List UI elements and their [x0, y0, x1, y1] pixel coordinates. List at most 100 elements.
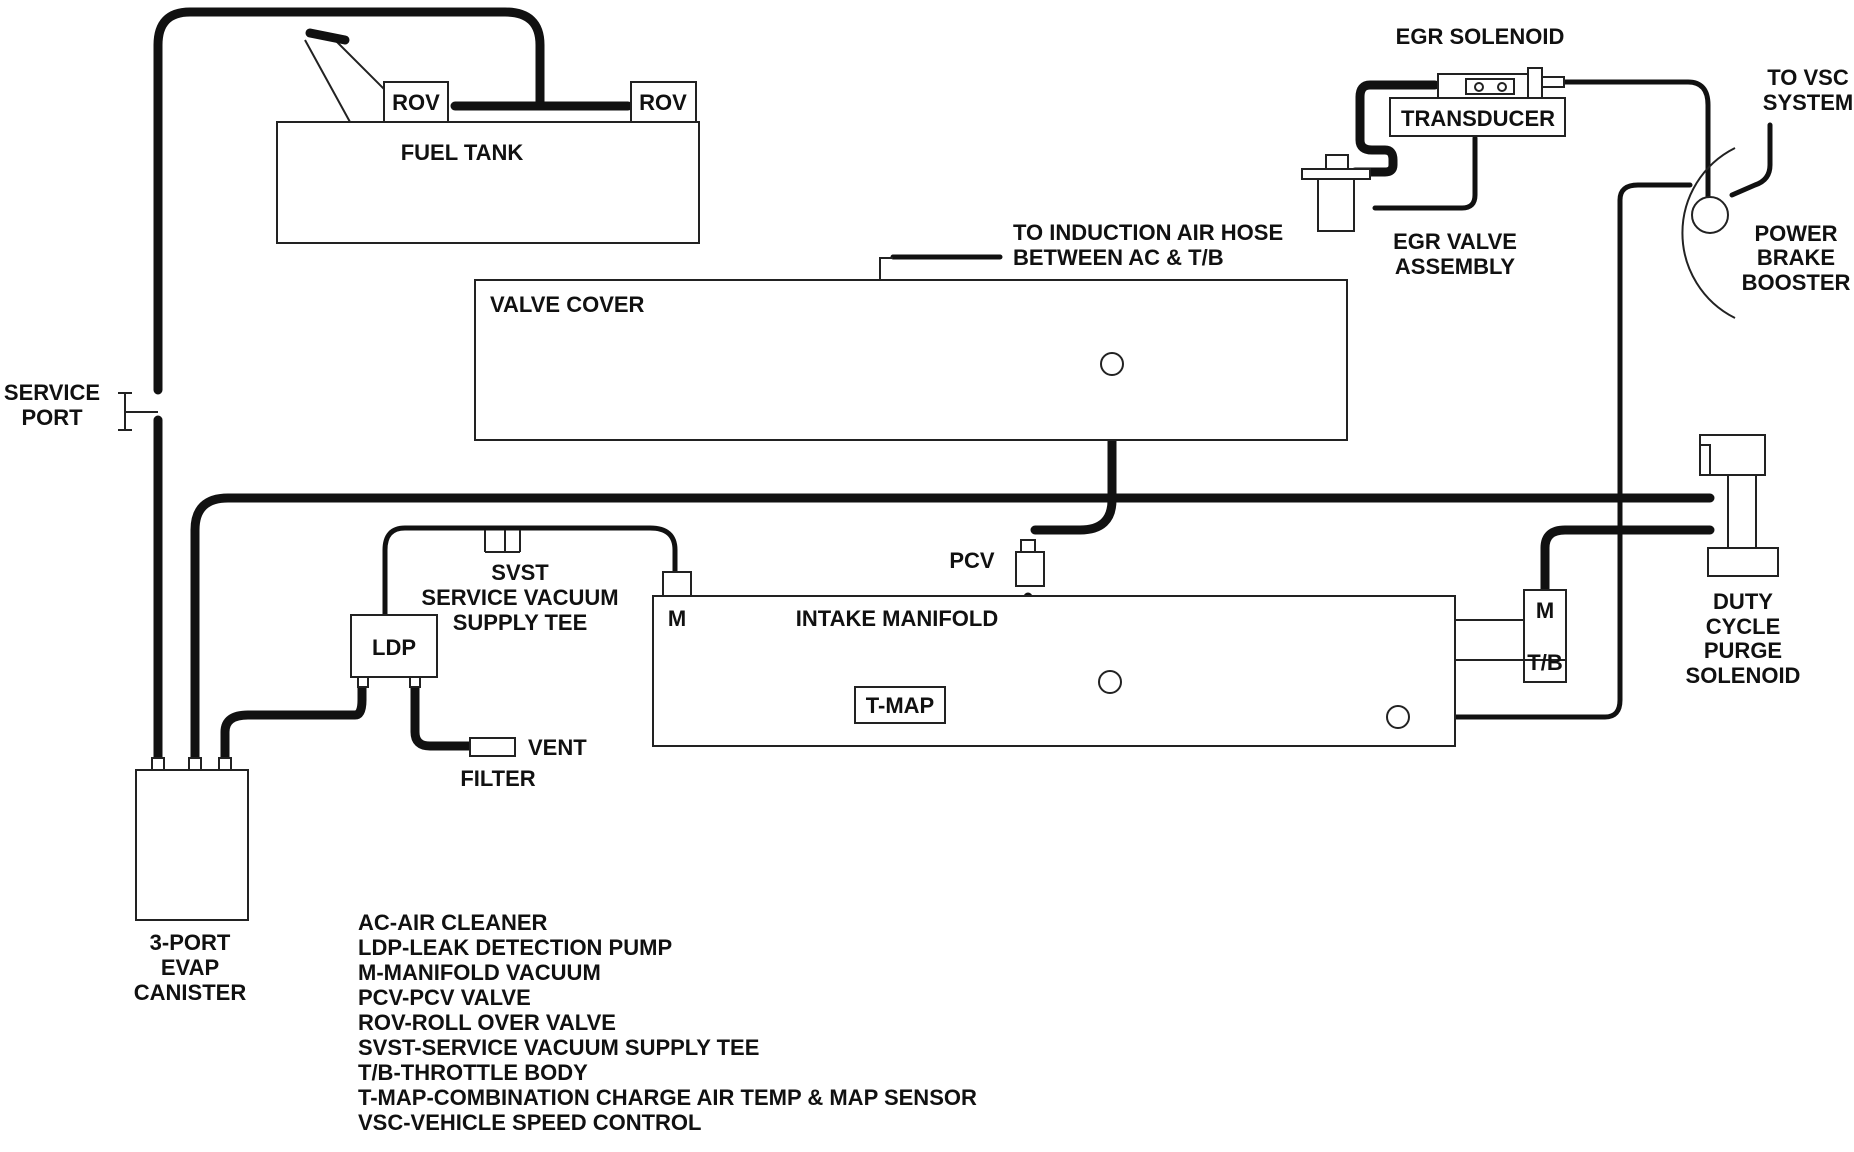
- legend: AC-AIR CLEANER LDP-LEAK DETECTION PUMP M…: [358, 910, 977, 1135]
- tmap-box: [854, 686, 946, 724]
- legend-item: M-MANIFOLD VACUUM: [358, 960, 601, 985]
- fuel-filler-neck: [304, 34, 386, 123]
- egr-valve-top: [1325, 154, 1349, 170]
- legend-item: VSC-VEHICLE SPEED CONTROL: [358, 1110, 701, 1135]
- throttle-body: M T/B: [1455, 589, 1567, 683]
- egr-valve-label-2: ASSEMBLY: [1395, 254, 1516, 279]
- duty-cycle-label-3: PURGE: [1704, 638, 1782, 663]
- egr-solenoid-assembly: EGR SOLENOID TRANSDUCER: [1389, 24, 1566, 137]
- manifold-m-label: M: [668, 606, 686, 631]
- power-brake-label: POWER: [1754, 221, 1837, 246]
- duty-cycle-label: DUTY: [1713, 589, 1773, 614]
- svst-tee: SVST SERVICE VACUUM SUPPLY TEE: [421, 530, 619, 635]
- ldp-port-right: [409, 676, 421, 688]
- power-brake-label-3: BOOSTER: [1742, 270, 1851, 295]
- egr-valve-assembly: EGR VALVE ASSEMBLY: [1301, 154, 1517, 279]
- svst-label-3: SUPPLY TEE: [453, 610, 588, 635]
- canister-port-2: [188, 757, 202, 771]
- to-vsc-label: TO VSC: [1767, 65, 1849, 90]
- pcv-valve-body: [1015, 551, 1045, 587]
- hose-booster-to-egr-solenoid: [1562, 79, 1711, 200]
- to-vsc-label-2: SYSTEM: [1763, 90, 1853, 115]
- egr-valve-label: EGR VALVE: [1393, 229, 1517, 254]
- vent-label: VENT: [528, 735, 587, 760]
- induction-hose-label: TO INDUCTION AIR HOSE: [1013, 220, 1283, 245]
- hose-pcv-to-valve-cover: [1030, 373, 1117, 535]
- purge-solenoid-body: [1727, 474, 1757, 549]
- egr-solenoid-pin-1: [1474, 82, 1484, 92]
- fuel-filler-cap: [305, 28, 350, 45]
- hose-canister-to-ldp: [220, 671, 367, 763]
- pcv-valve-cap: [1020, 539, 1036, 553]
- filter-label: FILTER: [460, 766, 535, 791]
- legend-item: SVST-SERVICE VACUUM SUPPLY TEE: [358, 1035, 759, 1060]
- hose-egr-solenoid-to-valve: [1350, 80, 1440, 177]
- evap-canister: 3-PORT EVAP CANISTER: [134, 757, 249, 1005]
- rov-right: [630, 81, 697, 123]
- induction-hose-label-2: BETWEEN AC & T/B: [1013, 245, 1224, 270]
- hose-intake-to-brake-booster: [1392, 182, 1693, 720]
- valve-cover-nipple: [879, 257, 893, 280]
- service-port-fitting: [118, 392, 158, 431]
- intake-pcv-port: [1098, 670, 1122, 694]
- rov-left-label: ROV: [392, 90, 440, 115]
- manifold-m-port: [662, 571, 692, 597]
- throttle-body-box: [1523, 589, 1567, 683]
- svst-label: SVST: [491, 560, 549, 585]
- service-port-label: SERVICE: [4, 380, 100, 405]
- ldp-label: LDP: [372, 635, 416, 660]
- leak-detection-pump: LDP: [350, 614, 438, 688]
- svst-tee-fitting: [484, 530, 521, 553]
- intake-manifold-body: [652, 595, 1456, 747]
- power-brake-label-2: BRAKE: [1757, 245, 1835, 270]
- legend-item: LDP-LEAK DETECTION PUMP: [358, 935, 672, 960]
- service-port: SERVICE PORT: [4, 380, 158, 431]
- hose-ldp-to-manifold: [382, 525, 678, 618]
- hose-canister-to-rov: [153, 7, 545, 763]
- tmap-label: T-MAP: [866, 693, 934, 718]
- egr-valve-body: [1317, 178, 1355, 232]
- legend-item: T/B-THROTTLE BODY: [358, 1060, 588, 1085]
- hose-tb-to-purge: [1540, 525, 1715, 595]
- pcv-label: PCV: [949, 548, 995, 573]
- intake-manifold: M INTAKE MANIFOLD T-MAP: [652, 571, 1456, 747]
- canister-body: [135, 769, 249, 921]
- brake-booster-check-valve: [1691, 196, 1729, 234]
- legend-item: ROV-ROLL OVER VALVE: [358, 1010, 616, 1035]
- power-brake-booster: TO VSC SYSTEM POWER BRAKE BOOSTER: [1681, 65, 1853, 319]
- egr-solenoid-label: EGR SOLENOID: [1396, 24, 1565, 49]
- duty-cycle-purge-solenoid: DUTY CYCLE PURGE SOLENOID: [1686, 434, 1801, 688]
- duty-cycle-label-2: CYCLE: [1706, 614, 1781, 639]
- legend-item: AC-AIR CLEANER: [358, 910, 548, 935]
- hose-ldp-to-vent: [410, 681, 475, 751]
- hose-booster-to-vsc: [1729, 122, 1773, 198]
- egr-solenoid-nipple: [1541, 76, 1565, 88]
- canister-label: 3-PORT: [150, 930, 231, 955]
- intake-manifold-label: INTAKE MANIFOLD: [796, 606, 998, 631]
- vent-filter: VENT FILTER: [460, 735, 587, 791]
- hose-canister-to-purge: [190, 493, 1715, 763]
- vent-filter-body: [469, 737, 516, 757]
- fuel-tank-label: FUEL TANK: [401, 140, 524, 165]
- fuel-tank-body: [276, 121, 700, 244]
- valve-cover-body: [474, 279, 1348, 441]
- tb-label: T/B: [1527, 650, 1562, 675]
- transducer-body: [1389, 97, 1566, 137]
- tb-m-label: M: [1536, 598, 1554, 623]
- svst-label-2: SERVICE VACUUM: [421, 585, 618, 610]
- valve-cover: TO INDUCTION AIR HOSE BETWEEN AC & T/B V…: [474, 220, 1348, 441]
- intake-brake-port: [1386, 705, 1410, 729]
- valve-cover-label: VALVE COVER: [490, 292, 645, 317]
- duty-cycle-label-4: SOLENOID: [1686, 663, 1801, 688]
- canister-label-3: CANISTER: [134, 980, 247, 1005]
- valve-cover-pcv-port: [1100, 352, 1124, 376]
- rov-right-label: ROV: [639, 90, 687, 115]
- transducer-label: TRANSDUCER: [1401, 106, 1555, 131]
- hose-transducer-to-egr-valve: [1372, 135, 1478, 211]
- egr-solenoid-pin-2: [1497, 82, 1507, 92]
- legend-item: PCV-PCV VALVE: [358, 985, 531, 1010]
- canister-port-3: [218, 757, 232, 771]
- canister-label-2: EVAP: [161, 955, 219, 980]
- ldp-body: [350, 614, 438, 678]
- purge-solenoid-bracket: [1699, 435, 1711, 475]
